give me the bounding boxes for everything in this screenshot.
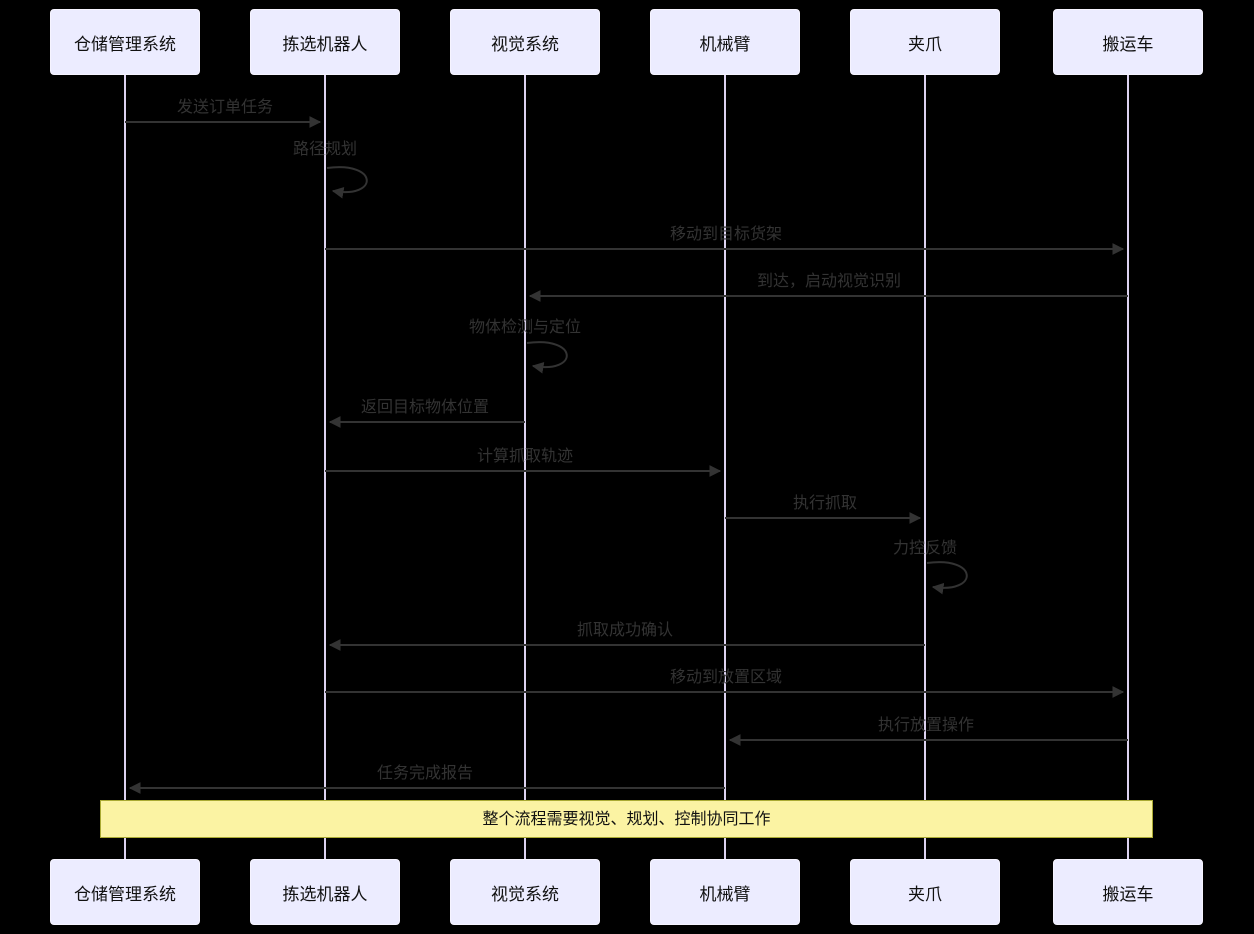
message-label-grasp-confirm: 抓取成功确认 — [576, 622, 674, 639]
self-loop-arrow-5 — [526, 341, 568, 374]
actor-top-transport-cart: 搬运车 — [1053, 9, 1203, 75]
message-label-object-detection: 物体检测与定位 — [468, 319, 582, 336]
self-loop-arrow-9 — [926, 561, 968, 595]
message-label-send-order: 发送订单任务 — [176, 99, 274, 116]
actor-top-warehouse: 仓储管理系统 — [50, 9, 200, 75]
actor-bottom-robotic-arm: 机械臂 — [650, 859, 800, 925]
message-label-path-planning: 路径规划 — [292, 141, 358, 158]
actor-bottom-vision-system: 视觉系统 — [450, 859, 600, 925]
actor-bottom-gripper: 夹爪 — [850, 859, 1000, 925]
message-label-start-vision: 到达，启动视觉识别 — [756, 273, 902, 290]
actor-top-gripper: 夹爪 — [850, 9, 1000, 75]
message-label-execute-placement: 执行放置操作 — [877, 717, 975, 734]
self-loop-arrow-2 — [326, 166, 368, 199]
note-banner: 整个流程需要视觉、规划、控制协同工作 — [100, 800, 1153, 838]
actor-top-vision-system: 视觉系统 — [450, 9, 600, 75]
message-label-task-report: 任务完成报告 — [376, 765, 474, 782]
message-label-execute-grasp: 执行抓取 — [792, 495, 858, 512]
actor-bottom-picking-robot: 拣选机器人 — [250, 859, 400, 925]
message-label-move-to-shelf: 移动到目标货架 — [669, 226, 783, 243]
actor-top-picking-robot: 拣选机器人 — [250, 9, 400, 75]
actor-bottom-transport-cart: 搬运车 — [1053, 859, 1203, 925]
actor-bottom-warehouse: 仓储管理系统 — [50, 859, 200, 925]
message-label-compute-trajectory: 计算抓取轨迹 — [476, 448, 574, 465]
message-label-force-feedback: 力控反馈 — [892, 540, 958, 557]
message-label-move-to-placement: 移动到放置区域 — [669, 669, 783, 686]
message-label-return-position: 返回目标物体位置 — [360, 399, 490, 416]
actor-top-robotic-arm: 机械臂 — [650, 9, 800, 75]
